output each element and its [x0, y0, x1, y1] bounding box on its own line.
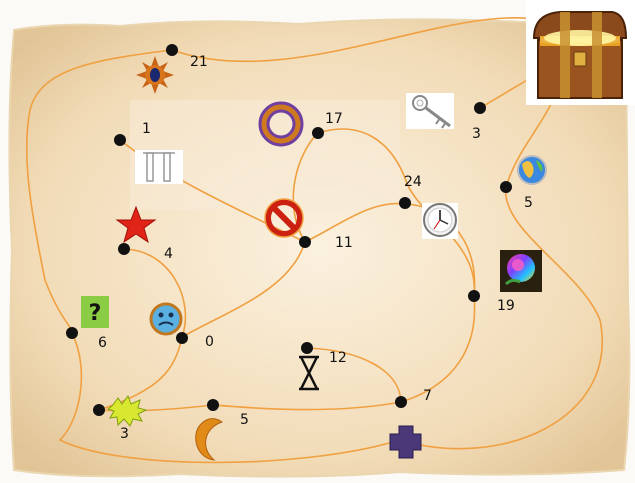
node-label: 5	[524, 195, 533, 211]
node-label: 24	[404, 174, 422, 190]
clock-icon[interactable]	[422, 203, 458, 239]
node-24[interactable]	[399, 197, 411, 209]
forbidden-icon[interactable]	[265, 199, 303, 237]
node-21[interactable]	[166, 44, 178, 56]
node-1[interactable]	[114, 134, 126, 146]
node-19[interactable]	[468, 290, 480, 302]
node-17[interactable]	[312, 127, 324, 139]
node-label: 6	[98, 335, 107, 351]
node-5-right[interactable]	[500, 181, 512, 193]
node-label: 3	[120, 426, 129, 442]
node-label: 19	[497, 298, 515, 314]
node-label: 3	[472, 126, 481, 142]
node-3-top[interactable]	[474, 102, 486, 114]
node-3-bottom[interactable]	[93, 404, 105, 416]
node-4[interactable]	[118, 243, 130, 255]
node-label: 12	[329, 350, 347, 366]
treasure-chest-icon[interactable]	[526, 0, 635, 105]
node-11[interactable]	[299, 236, 311, 248]
globe-icon[interactable]	[518, 156, 546, 184]
pillars-icon[interactable]	[135, 150, 183, 184]
node-label: 1	[142, 121, 151, 137]
rose-icon[interactable]	[500, 250, 542, 292]
node-12[interactable]	[301, 342, 313, 354]
node-label: 11	[335, 235, 353, 251]
node-label: 0	[205, 334, 214, 350]
question-icon[interactable]: ?	[81, 296, 109, 328]
svg-text:?: ?	[89, 301, 102, 326]
node-label: 7	[423, 388, 432, 404]
node-7[interactable]	[395, 396, 407, 408]
node-label: 4	[164, 246, 173, 262]
node-label: 21	[190, 54, 208, 70]
node-label: 5	[240, 412, 249, 428]
smiley-icon[interactable]	[151, 304, 181, 334]
node-0[interactable]	[176, 332, 188, 344]
key-icon[interactable]	[406, 93, 454, 129]
node-5-bottom[interactable]	[207, 399, 219, 411]
node-label: 17	[325, 111, 343, 127]
node-6[interactable]	[66, 327, 78, 339]
